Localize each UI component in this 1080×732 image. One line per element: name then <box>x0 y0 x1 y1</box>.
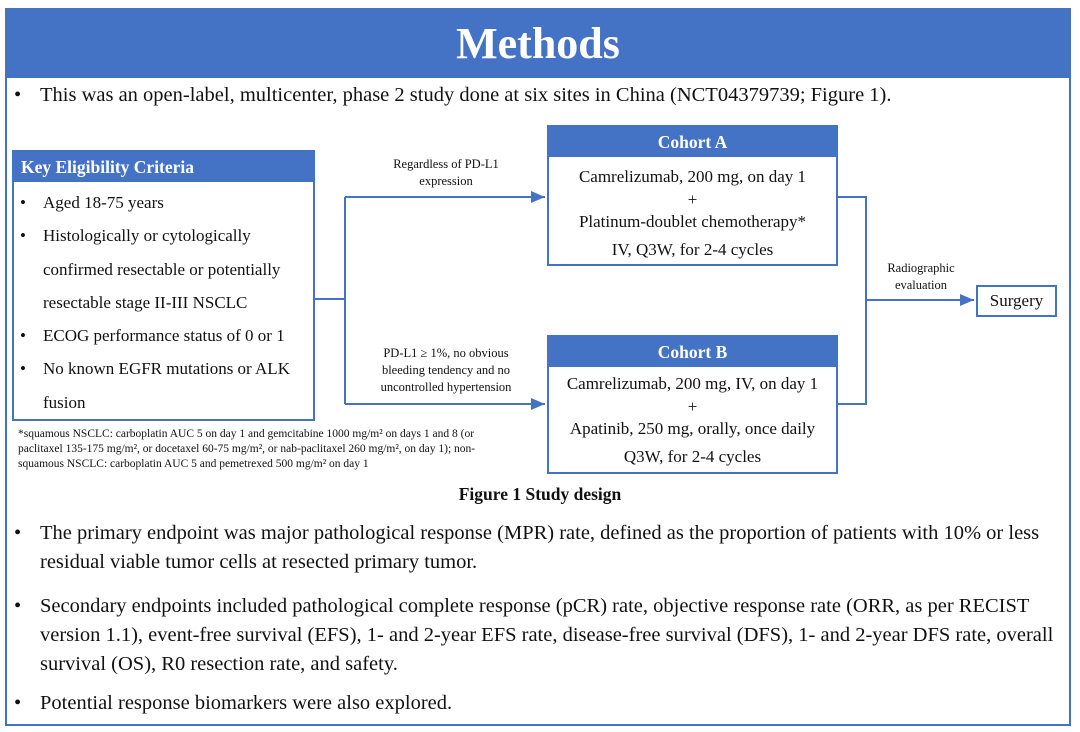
bullet-icon: • <box>20 326 26 346</box>
cohort-a-line: IV, Q3W, for 2-4 cycles <box>611 239 774 259</box>
eligibility-text: No known EGFR mutations or ALK fusion <box>43 359 290 412</box>
eligibility-item: • Aged 18-75 years <box>20 186 313 219</box>
cohort-a-box: Cohort A Camrelizumab, 200 mg, on day 1 … <box>547 125 838 266</box>
cohort-b-line: + <box>687 396 698 416</box>
bullet-biomarkers: • Potential response biomarkers were als… <box>14 689 1044 718</box>
cohort-b-header: Cohort B <box>549 337 836 367</box>
arm-a-label: Regardless of PD-L1 expression <box>393 157 499 188</box>
bullet-text: Secondary endpoints included pathologica… <box>40 595 1054 675</box>
cohort-a-line: Camrelizumab, 200 mg, on day 1 <box>578 167 807 186</box>
eligibility-text: ECOG performance status of 0 or 1 <box>43 326 285 346</box>
figure-caption: Figure 1 Study design <box>458 484 622 504</box>
eligibility-item: • Histologically or cytologically confirm… <box>20 219 313 319</box>
bullet-icon: • <box>14 595 22 617</box>
figure-footnote: *squamous NSCLC: carboplatin AUC 5 on da… <box>18 428 476 470</box>
bullet-secondary-endpoints: • Secondary endpoints included pathologi… <box>14 592 1062 679</box>
bullet-text: The primary endpoint was major pathologi… <box>40 522 1040 573</box>
intro-text: This was an open-label, multicenter, pha… <box>40 84 892 106</box>
cohort-b-line: Apatinib, 250 mg, orally, once daily <box>569 419 816 438</box>
bullet-icon: • <box>14 692 22 714</box>
connector-merge <box>838 196 867 405</box>
cohort-b-line: Q3W, for 2-4 cycles <box>623 446 762 466</box>
eligibility-header: Key Eligibility Criteria <box>14 152 313 182</box>
cohort-a-line: Platinum-doublet chemotherapy* <box>578 212 807 231</box>
surgery-box: Surgery <box>976 285 1057 317</box>
bullet-icon: • <box>20 193 26 212</box>
bullet-icon: • <box>14 84 22 106</box>
evaluation-label: Radiographic evaluation <box>887 261 955 292</box>
eligibility-item: • ECOG performance status of 0 or 1 <box>20 319 313 352</box>
cohort-b-box: Cohort B Camrelizumab, 200 mg, IV, on da… <box>547 335 838 474</box>
bullet-icon: • <box>20 226 26 246</box>
cohort-b-line: Camrelizumab, 200 mg, IV, on day 1 <box>566 374 819 393</box>
slide-title: Methods <box>5 8 1071 78</box>
eligibility-text: Aged 18-75 years <box>43 193 164 212</box>
cohort-a-line: + <box>687 189 698 209</box>
eligibility-text: Histologically or cytologically confirme… <box>43 226 281 312</box>
eligibility-item: • No known EGFR mutations or ALK fusion <box>20 352 313 419</box>
bullet-text: Potential response biomarkers were also … <box>40 692 453 714</box>
bullet-icon: • <box>20 359 26 379</box>
eligibility-box: Key Eligibility Criteria • Aged 18-75 yea… <box>12 150 315 421</box>
bullet-primary-endpoint: • The primary endpoint was major patholo… <box>14 519 1044 577</box>
cohort-a-header: Cohort A <box>549 127 836 157</box>
arm-b-label: PD-L1 ≥ 1%, no obvious bleeding tendency… <box>380 346 512 394</box>
intro-bullet: • This was an open-label, multicenter, p… <box>14 81 1064 110</box>
bullet-icon: • <box>14 522 22 544</box>
